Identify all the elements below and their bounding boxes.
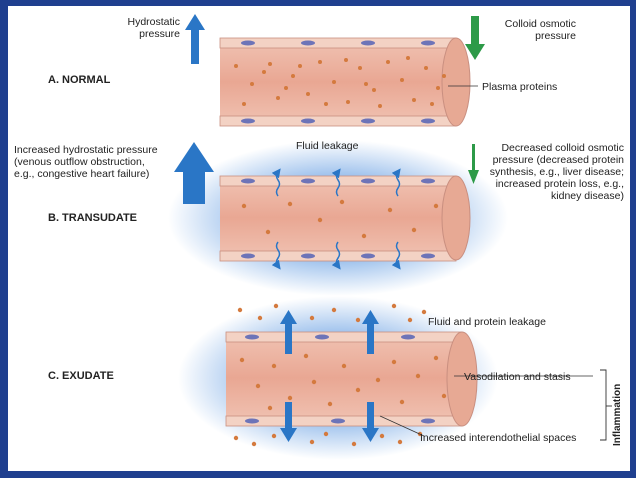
vessel-normal xyxy=(220,38,478,126)
plasma-proteins-label: Plasma proteins xyxy=(482,81,557,93)
fluid-protein-leakage-label: Fluid and protein leakage xyxy=(428,316,546,328)
vessel-transudate xyxy=(168,140,508,296)
section-label-exudate: C. EXUDATE xyxy=(48,370,114,382)
diagram-panel: A. NORMAL B. TRANSUDATE C. EXUDATE Hydro… xyxy=(8,6,630,471)
hydrostatic-arrow xyxy=(185,14,205,64)
inflammation-bracket xyxy=(600,370,606,440)
section-label-transudate: B. TRANSUDATE xyxy=(48,212,137,224)
hydrostatic-pressure-label: Hydrostatic pressure xyxy=(108,16,180,40)
colloid-osmotic-pressure-label: Colloid osmotic pressure xyxy=(480,18,576,42)
inflammation-label: Inflammation xyxy=(612,384,623,446)
section-label-normal: A. NORMAL xyxy=(48,74,110,86)
increased-hydrostatic-label: Increased hydrostatic pressure (venous o… xyxy=(14,144,184,180)
interendothelial-spaces-label: Increased interendothelial spaces xyxy=(420,432,576,444)
vasodilation-stasis-label: Vasodilation and stasis xyxy=(464,371,571,383)
fluid-leakage-label: Fluid leakage xyxy=(296,140,358,152)
decreased-colloid-label: Decreased colloid osmotic pressure (decr… xyxy=(474,142,624,202)
